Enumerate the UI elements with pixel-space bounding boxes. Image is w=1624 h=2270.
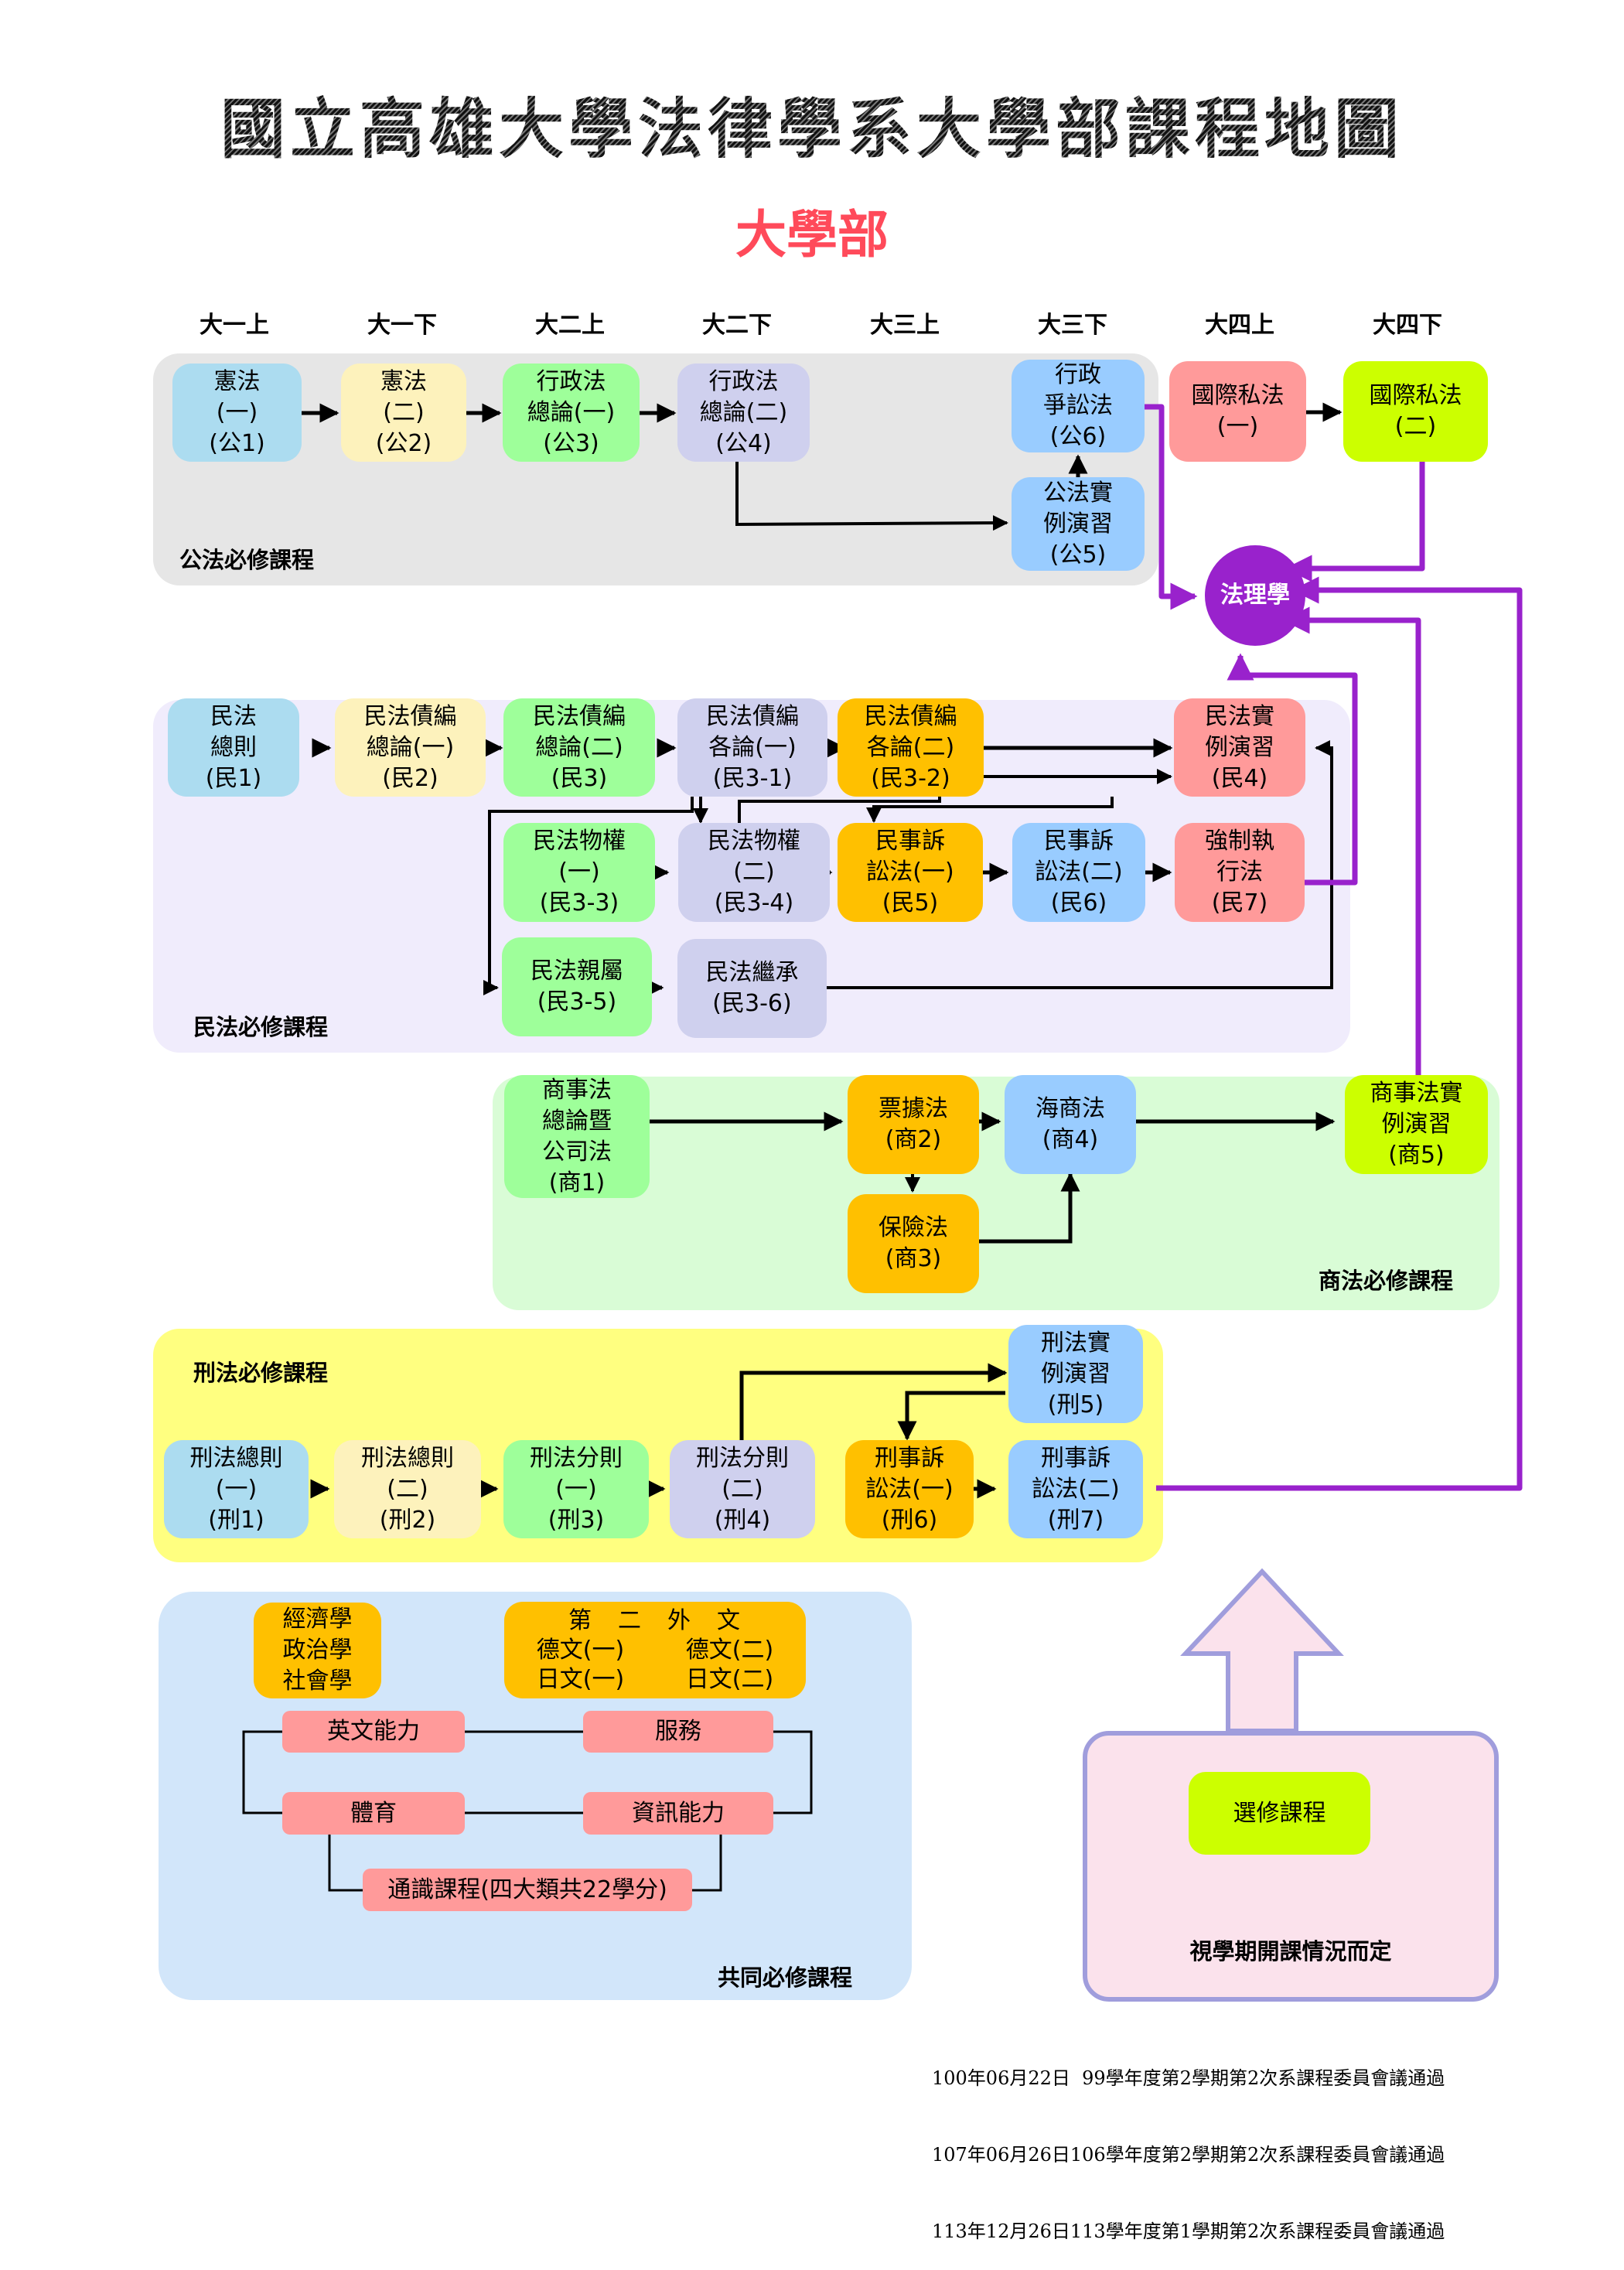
course-box-k5[interactable]: 刑法實例演習(刑5) xyxy=(1008,1325,1143,1423)
course-box-k4[interactable]: 刑法分則(二)(刑4) xyxy=(670,1440,815,1538)
course-box-k3[interactable]: 刑法分則(一)(刑3) xyxy=(503,1440,649,1538)
course-box-c1[interactable]: 民法總則(民1) xyxy=(168,698,299,797)
course-box-k6[interactable]: 刑事訴訟法(一)(刑6) xyxy=(845,1440,974,1538)
course-box-p4[interactable]: 行政法總論(二)(公4) xyxy=(677,364,810,462)
section-label-commercial: 商法必修課程 xyxy=(1319,1268,1454,1294)
course-box-p2[interactable]: 憲法(二)(公2) xyxy=(341,364,466,462)
approval-note: 107年06月26日106學年度第2學期第2次系課程委員會議通過 xyxy=(932,2144,1445,2166)
semester-header: 大四上 xyxy=(1205,312,1274,339)
course-box-c4[interactable]: 民法實例演習(民4) xyxy=(1174,698,1305,797)
course-box-i1[interactable]: 國際私法(一) xyxy=(1169,361,1306,462)
course-box-k7[interactable]: 刑事訴訟法(二)(刑7) xyxy=(1008,1440,1143,1538)
course-box-m1[interactable]: 商事法總論暨公司法(商1) xyxy=(504,1075,650,1198)
elective-courses-box[interactable]: 選修課程 xyxy=(1189,1772,1370,1855)
course-box-second-foreign-language[interactable]: 第 二 外 文 德文(一)德文(二) 日文(一)日文(二) xyxy=(504,1602,806,1698)
course-box-c5[interactable]: 民事訴訟法(一)(民5) xyxy=(838,823,983,922)
approval-notes: 100年06月22日 99學年度第2學期第2次系課程委員會議通過 107年06月… xyxy=(932,2015,1445,2270)
semester-header: 大一上 xyxy=(200,312,269,339)
approval-note: 100年06月22日 99學年度第2學期第2次系課程委員會議通過 xyxy=(932,2067,1445,2089)
semester-header: 大四下 xyxy=(1373,312,1442,339)
elective-up-arrow xyxy=(1180,1568,1344,1733)
course-box-general-education[interactable]: 通識課程(四大類共22學分) xyxy=(363,1869,692,1911)
page-title: 國立高雄大學法律學系大學部課程地圖 xyxy=(0,77,1624,171)
course-box-p6[interactable]: 行政爭訟法(公6) xyxy=(1012,360,1145,452)
course-box-c34[interactable]: 民法物權(二)(民3-4) xyxy=(678,823,830,922)
semester-header: 大三下 xyxy=(1038,312,1107,339)
course-box-p3[interactable]: 行政法總論(一)(公3) xyxy=(503,364,640,462)
course-box-m5[interactable]: 商事法實例演習(商5) xyxy=(1345,1075,1488,1174)
course-box-c36[interactable]: 民法繼承(民3-6) xyxy=(677,939,827,1038)
section-label-common: 共同必修課程 xyxy=(718,1964,853,1991)
course-box-k2[interactable]: 刑法總則(二)(刑2) xyxy=(334,1440,481,1538)
elective-note: 視學期開課情況而定 xyxy=(1189,1938,1392,1964)
course-box-m3[interactable]: 保險法(商3) xyxy=(848,1194,979,1293)
arrow-i2-jurisprudence xyxy=(1285,462,1425,582)
course-box-it[interactable]: 資訊能力 xyxy=(583,1792,773,1835)
course-box-social-sciences[interactable]: 經濟學政治學社會學 xyxy=(254,1603,381,1698)
jurisprudence-node[interactable]: 法理學 xyxy=(1205,545,1305,646)
german-1: 德文(一) xyxy=(536,1636,625,1664)
semester-header: 大一下 xyxy=(367,312,437,339)
course-box-p1[interactable]: 憲法(一)(公1) xyxy=(172,364,302,462)
course-box-c35[interactable]: 民法親屬(民3-5) xyxy=(502,937,652,1036)
page-subtitle: 大學部 xyxy=(735,205,889,265)
semester-header: 大二上 xyxy=(535,312,605,339)
japanese-2: 日文(二) xyxy=(685,1665,774,1693)
course-box-c2[interactable]: 民法債編總論(一)(民2) xyxy=(335,698,486,797)
course-box-c32[interactable]: 民法債編各論(二)(民3-2) xyxy=(838,698,984,797)
semester-header: 大三上 xyxy=(870,312,940,339)
course-box-c3[interactable]: 民法債編總論(二)(民3) xyxy=(503,698,655,797)
course-box-k1[interactable]: 刑法總則(一)(刑1) xyxy=(164,1440,309,1538)
course-box-c33[interactable]: 民法物權(一)(民3-3) xyxy=(503,823,655,922)
course-box-pe[interactable]: 體育 xyxy=(282,1792,465,1835)
course-box-service[interactable]: 服務 xyxy=(583,1711,773,1753)
semester-header: 大二下 xyxy=(702,312,772,339)
course-box-i2[interactable]: 國際私法(二) xyxy=(1343,361,1488,462)
course-box-english[interactable]: 英文能力 xyxy=(282,1711,465,1753)
course-box-c31[interactable]: 民法債編各論(一)(民3-1) xyxy=(677,698,827,797)
section-label-public: 公法必修課程 xyxy=(179,547,315,573)
course-box-m2[interactable]: 票據法(商2) xyxy=(848,1075,979,1174)
course-box-m4[interactable]: 海商法(商4) xyxy=(1005,1075,1136,1174)
course-box-c7[interactable]: 強制執行法(民7) xyxy=(1175,823,1305,922)
course-box-p5[interactable]: 公法實例演習(公5) xyxy=(1012,477,1145,571)
section-label-criminal: 刑法必修課程 xyxy=(193,1360,329,1386)
section-label-civil: 民法必修課程 xyxy=(193,1014,329,1040)
japanese-1: 日文(一) xyxy=(536,1665,625,1693)
approval-note: 113年12月26日113學年度第1學期第2次系課程委員會議通過 xyxy=(932,2221,1445,2242)
german-2: 德文(二) xyxy=(685,1636,774,1664)
course-box-c6[interactable]: 民事訴訟法(二)(民6) xyxy=(1012,823,1145,922)
